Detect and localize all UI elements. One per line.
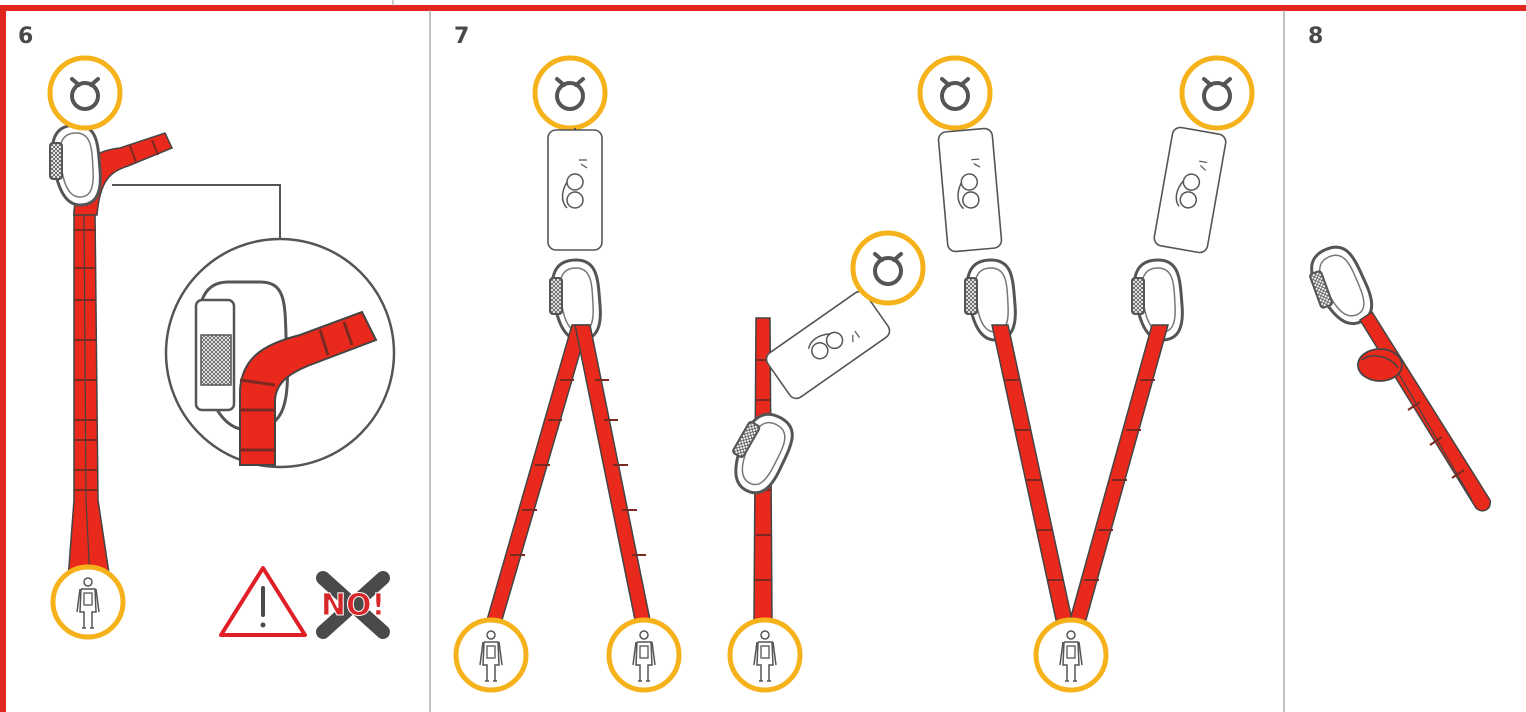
straight-sling-assembly — [717, 233, 923, 690]
harness-person-icon — [456, 620, 526, 690]
zoom-detail — [164, 237, 396, 469]
panel-number-6: 6 — [18, 24, 34, 49]
no-cross-icon — [316, 571, 390, 639]
panel-7 — [456, 58, 1252, 690]
energy-absorber-icon — [547, 129, 603, 251]
anchor-icon — [920, 58, 990, 128]
harness-person-icon — [609, 620, 679, 690]
v-sling-assembly — [920, 58, 1252, 690]
no-label: NO! — [321, 588, 385, 623]
anchor-icon — [535, 58, 605, 128]
harness-person-icon — [1036, 620, 1106, 690]
anchor-icon — [853, 233, 923, 303]
panel-6: NO! — [48, 58, 396, 639]
zoom-leader-line — [112, 184, 281, 240]
energy-absorber-icon — [762, 287, 894, 403]
anchor-icon — [1182, 58, 1252, 128]
harness-person-icon — [730, 620, 800, 690]
anchor-icon — [50, 58, 120, 128]
carabiner-icon — [48, 123, 102, 207]
energy-absorber-icon — [1152, 125, 1228, 255]
panel-8 — [1301, 238, 1491, 512]
panel-number-8: 8 — [1308, 24, 1324, 49]
energy-absorber-icon — [937, 127, 1003, 253]
carabiner-icon — [717, 403, 805, 502]
y-sling-assembly — [456, 58, 679, 690]
harness-person-icon — [53, 567, 123, 637]
panel-number-7: 7 — [454, 24, 470, 49]
warning-icon — [219, 566, 307, 637]
